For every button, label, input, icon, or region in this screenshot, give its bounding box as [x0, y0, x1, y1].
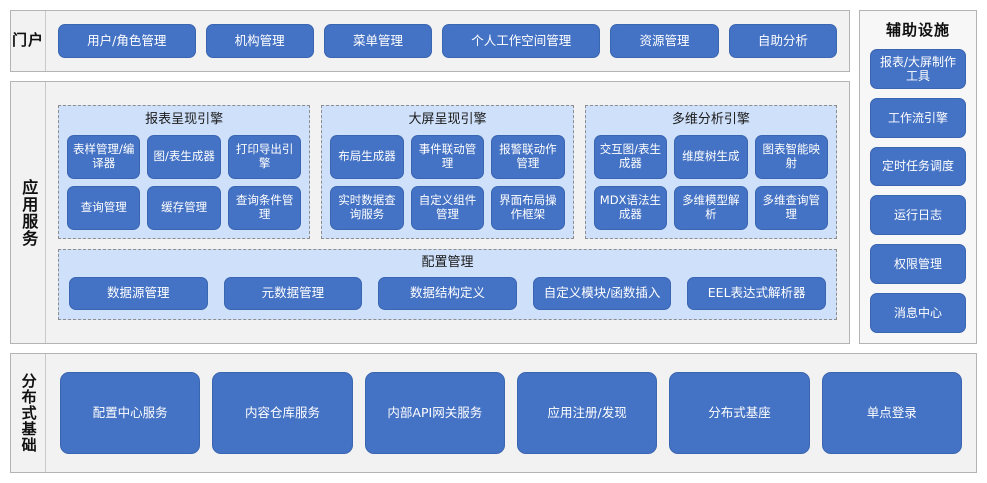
portal-section-title: 门户 — [11, 11, 46, 71]
tile-bigscreen-alarm-action-management[interactable]: 报警联动作管理 — [491, 134, 565, 179]
engine-panel-bigscreen-title: 大屏呈现引擎 — [408, 111, 487, 127]
engine-panel-olap: 多维分析引擎 交互图/表生成器 维度树生成 图表智能映射 MDX语法生成器 多维… — [584, 104, 837, 239]
config-management-buttons: 数据源管理 元数据管理 数据结构定义 自定义模块/函数插入 EEL表达式解析器 — [69, 277, 826, 311]
tile-report-query-management[interactable]: 查询管理 — [67, 185, 141, 230]
config-button-datasource-management[interactable]: 数据源管理 — [69, 277, 208, 311]
application-service-section-title: 应用服务 — [11, 82, 46, 343]
aux-button-permission-management[interactable]: 权限管理 — [870, 244, 966, 285]
config-button-custom-module-function[interactable]: 自定义模块/函数插入 — [532, 277, 672, 311]
tile-report-chart-generator[interactable]: 图/表生成器 — [147, 134, 221, 179]
auxiliary-facilities-title: 辅助设施 — [885, 21, 950, 39]
engine-panel-bigscreen: 大屏呈现引擎 布局生成器 事件联动管理 报警联动作管理 实时数据查询服务 自定义… — [321, 104, 574, 239]
portal-button-row: 用户/角色管理 机构管理 菜单管理 个人工作空间管理 资源管理 自助分析 — [46, 24, 849, 58]
engine-panel-report-tiles: 表样管理/编译器 图/表生成器 打印导出引擎 查询管理 缓存管理 查询条件管理 — [67, 134, 302, 230]
aux-button-message-center[interactable]: 消息中心 — [870, 293, 966, 333]
application-service-section: 应用服务 报表呈现引擎 表样管理/编译器 图/表生成器 打印导出引擎 查询管理 … — [10, 81, 850, 344]
aux-button-scheduled-task-scheduler[interactable]: 定时任务调度 — [870, 146, 966, 187]
config-button-data-structure-definition[interactable]: 数据结构定义 — [378, 277, 517, 311]
dist-button-internal-api-gateway-service[interactable]: 内部API网关服务 — [364, 372, 505, 454]
engine-panel-report: 报表呈现引擎 表样管理/编译器 图/表生成器 打印导出引擎 查询管理 缓存管理 … — [58, 104, 311, 239]
upper-region: 门户 用户/角色管理 机构管理 菜单管理 个人工作空间管理 资源管理 自助分析 … — [10, 10, 977, 344]
tile-bigscreen-event-linkage-management[interactable]: 事件联动管理 — [410, 134, 485, 179]
distributed-foundation-title: 分布式基础 — [11, 354, 46, 472]
config-button-eel-expression-parser[interactable]: EEL表达式解析器 — [687, 277, 826, 311]
distributed-foundation-section: 分布式基础 配置中心服务 内容仓库服务 内部API网关服务 应用注册/发现 分布… — [10, 353, 977, 473]
left-column: 门户 用户/角色管理 机构管理 菜单管理 个人工作空间管理 资源管理 自助分析 … — [10, 10, 850, 344]
tile-olap-chart-smart-mapping[interactable]: 图表智能映射 — [754, 134, 828, 179]
dist-button-distributed-base[interactable]: 分布式基座 — [669, 372, 810, 454]
tile-report-cache-management[interactable]: 缓存管理 — [147, 185, 221, 230]
portal-button-workspace[interactable]: 个人工作空间管理 — [442, 24, 601, 58]
portal-body: 用户/角色管理 机构管理 菜单管理 个人工作空间管理 资源管理 自助分析 — [46, 11, 849, 71]
aux-button-runtime-log[interactable]: 运行日志 — [870, 195, 966, 236]
tile-bigscreen-ui-layout-framework[interactable]: 界面布局操作框架 — [491, 185, 565, 230]
dist-button-single-sign-on[interactable]: 单点登录 — [821, 372, 962, 454]
dist-button-content-repository-service[interactable]: 内容仓库服务 — [212, 372, 353, 454]
engine-panel-olap-title: 多维分析引擎 — [671, 111, 750, 127]
tile-bigscreen-custom-component-management[interactable]: 自定义组件管理 — [410, 185, 485, 230]
tile-report-template-editor[interactable]: 表样管理/编译器 — [67, 134, 141, 179]
application-service-body: 报表呈现引擎 表样管理/编译器 图/表生成器 打印导出引擎 查询管理 缓存管理 … — [46, 82, 849, 343]
portal-button-org[interactable]: 机构管理 — [205, 24, 314, 58]
tile-olap-model-parsing[interactable]: 多维模型解析 — [674, 185, 748, 230]
engine-panel-bigscreen-tiles: 布局生成器 事件联动管理 报警联动作管理 实时数据查询服务 自定义组件管理 界面… — [330, 134, 565, 230]
distributed-foundation-body: 配置中心服务 内容仓库服务 内部API网关服务 应用注册/发现 分布式基座 单点… — [46, 354, 976, 472]
engine-panel-row: 报表呈现引擎 表样管理/编译器 图/表生成器 打印导出引擎 查询管理 缓存管理 … — [58, 104, 837, 239]
portal-button-self-analysis[interactable]: 自助分析 — [728, 24, 837, 58]
portal-button-menu[interactable]: 菜单管理 — [323, 24, 433, 58]
dist-button-config-center-service[interactable]: 配置中心服务 — [60, 372, 201, 454]
config-button-metadata-management[interactable]: 元数据管理 — [223, 277, 363, 311]
portal-section: 门户 用户/角色管理 机构管理 菜单管理 个人工作空间管理 资源管理 自助分析 — [10, 10, 850, 72]
config-management-title: 配置管理 — [421, 254, 474, 270]
tile-olap-query-management[interactable]: 多维查询管理 — [754, 185, 828, 230]
distributed-foundation-button-row: 配置中心服务 内容仓库服务 内部API网关服务 应用注册/发现 分布式基座 单点… — [46, 372, 976, 454]
portal-button-user-role[interactable]: 用户/角色管理 — [58, 24, 196, 58]
tile-olap-mdx-syntax-generator[interactable]: MDX语法生成器 — [593, 185, 668, 230]
tile-olap-dimension-tree-generation[interactable]: 维度树生成 — [674, 134, 748, 179]
engine-panel-olap-tiles: 交互图/表生成器 维度树生成 图表智能映射 MDX语法生成器 多维模型解析 多维… — [593, 134, 828, 230]
tile-report-print-export-engine[interactable]: 打印导出引擎 — [227, 134, 302, 179]
aux-button-workflow-engine[interactable]: 工作流引擎 — [870, 97, 966, 138]
tile-olap-interactive-chart-generator[interactable]: 交互图/表生成器 — [593, 134, 668, 179]
tile-bigscreen-realtime-data-query-service[interactable]: 实时数据查询服务 — [330, 185, 404, 230]
portal-button-resource[interactable]: 资源管理 — [610, 24, 719, 58]
tile-report-query-condition-management[interactable]: 查询条件管理 — [227, 185, 302, 230]
auxiliary-facilities-section: 辅助设施 报表/大屏制作工具 工作流引擎 定时任务调度 运行日志 权限管理 消息… — [859, 10, 977, 344]
engine-panel-report-title: 报表呈现引擎 — [145, 111, 224, 127]
auxiliary-facilities-list: 报表/大屏制作工具 工作流引擎 定时任务调度 运行日志 权限管理 消息中心 — [870, 49, 966, 333]
config-management-panel: 配置管理 数据源管理 元数据管理 数据结构定义 自定义模块/函数插入 EEL表达… — [58, 248, 837, 321]
aux-button-report-bigscreen-authoring-tool[interactable]: 报表/大屏制作工具 — [870, 49, 966, 89]
dist-button-app-registration-discovery[interactable]: 应用注册/发现 — [516, 372, 658, 454]
tile-bigscreen-layout-generator[interactable]: 布局生成器 — [330, 134, 404, 179]
